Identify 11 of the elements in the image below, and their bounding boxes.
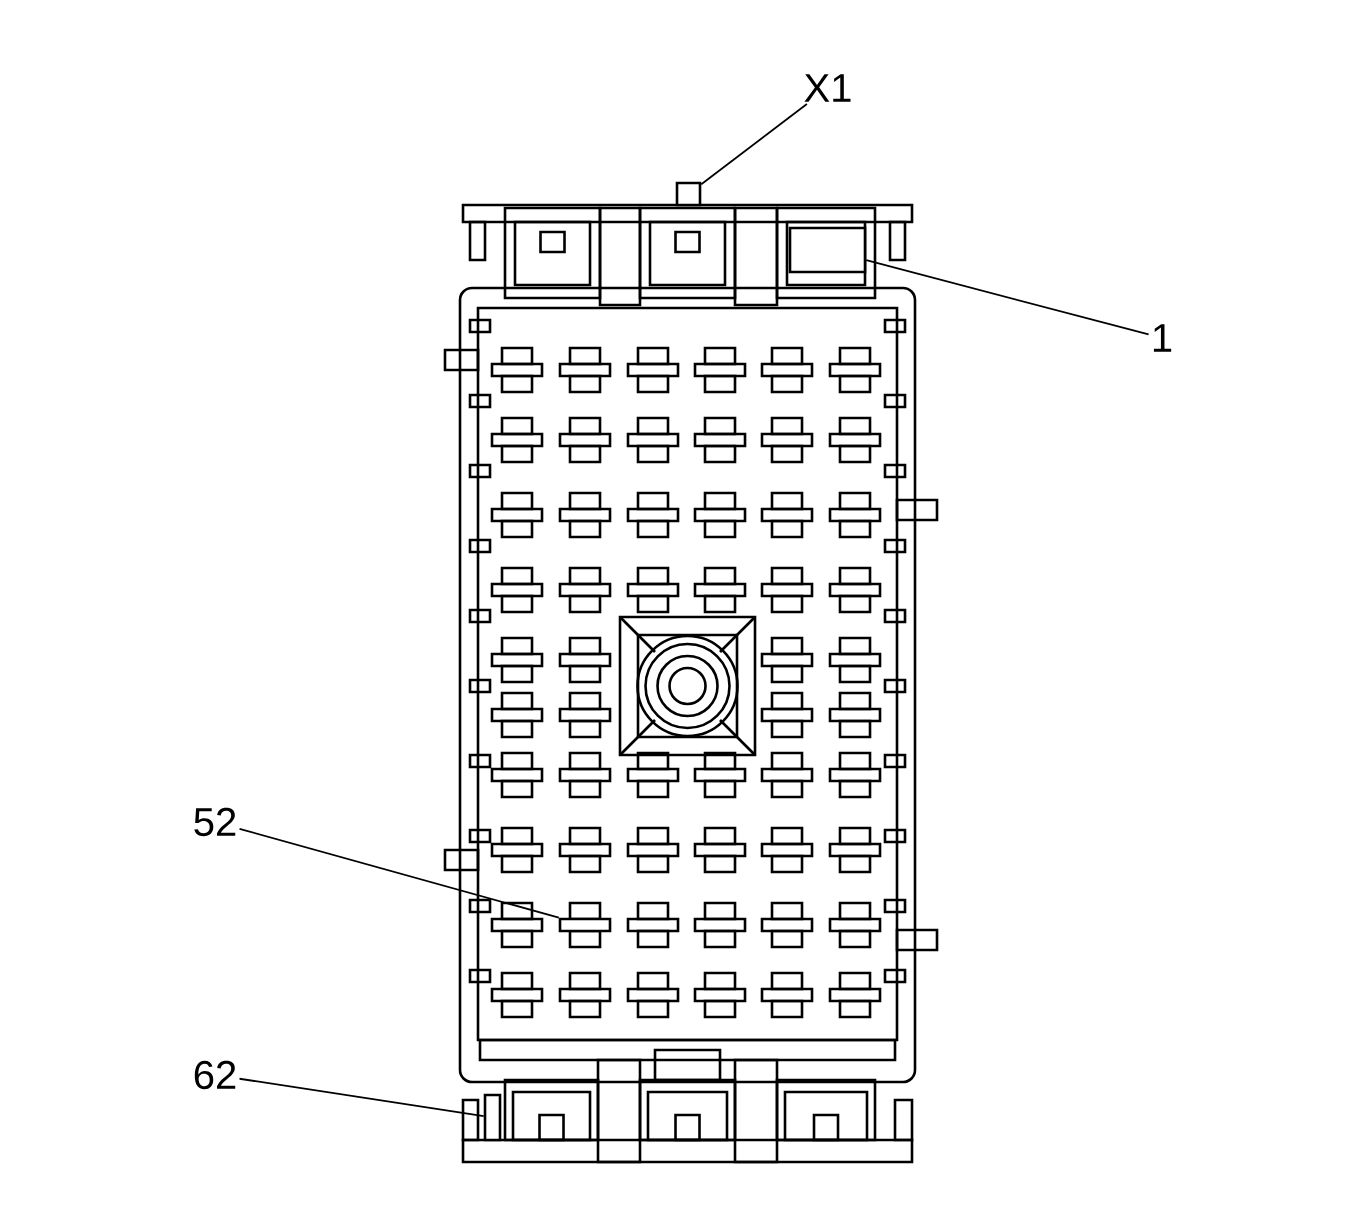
callout-number: 52 xyxy=(194,807,236,837)
connector-part xyxy=(483,1093,502,1142)
leader-line xyxy=(700,103,808,186)
callout-number: 62 xyxy=(194,1060,236,1090)
leader-line xyxy=(238,827,560,919)
connector-part xyxy=(675,181,702,207)
callout-number: X1 xyxy=(804,74,851,102)
leader-line xyxy=(865,259,1150,336)
connector-part xyxy=(558,917,612,933)
callout-number: 1 xyxy=(1153,324,1172,352)
connector-part xyxy=(788,226,867,274)
